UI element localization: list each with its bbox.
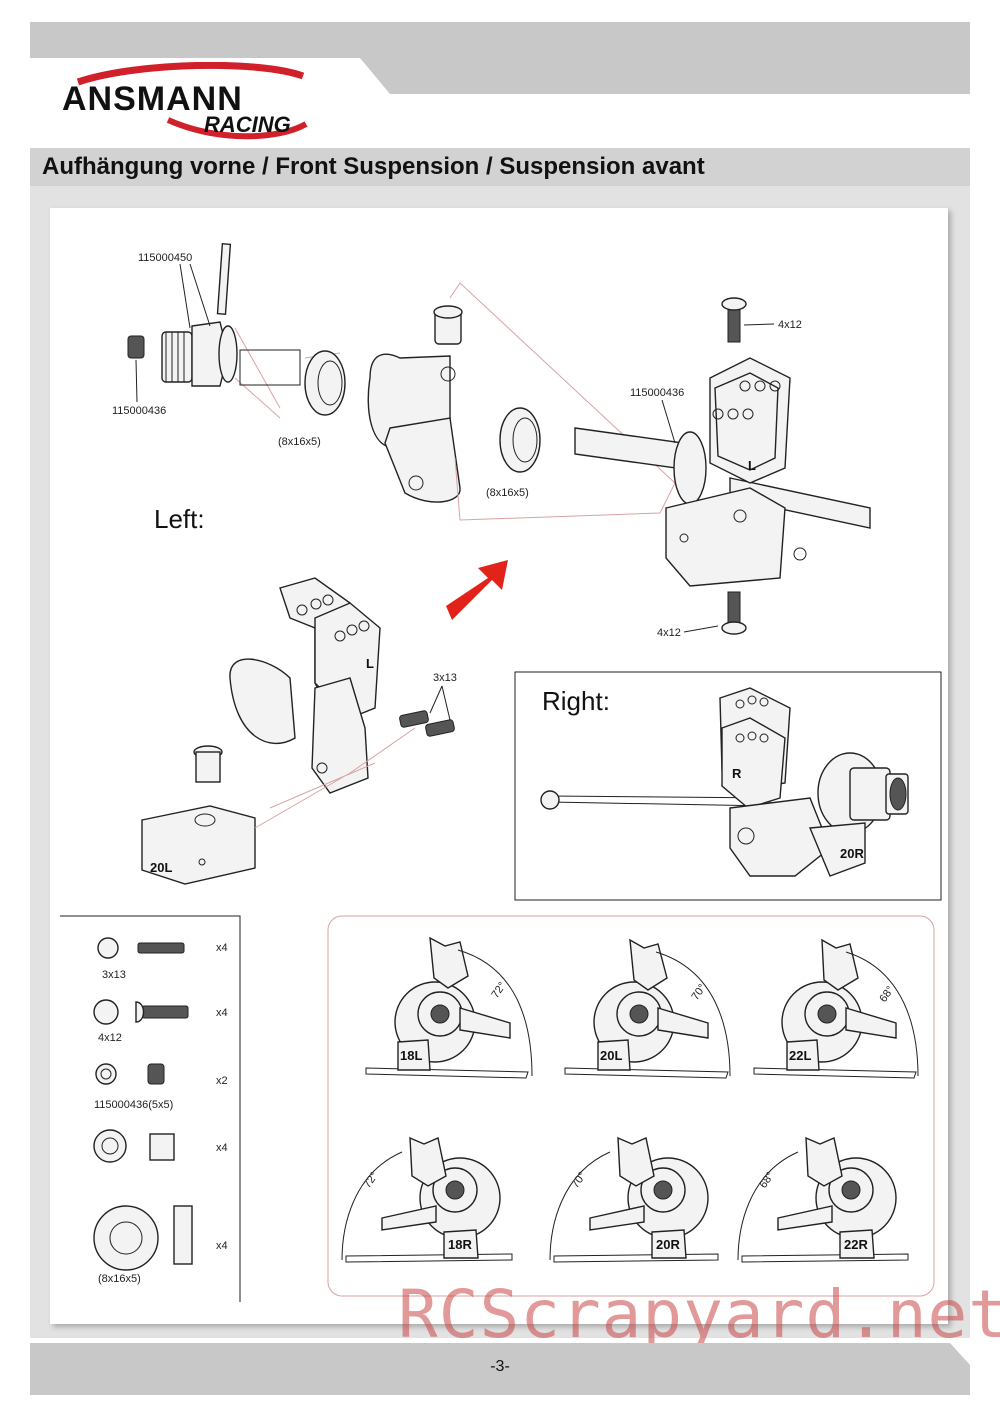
label-screw-top: 4x12 [778, 319, 802, 331]
angle-top-18L-block: 18L [400, 1048, 422, 1063]
angle-top-22L: 22L 68° [753, 938, 919, 1079]
set-screw-part [127, 335, 145, 359]
block-label-20R: 20R [840, 846, 864, 861]
block-label-L: L [366, 656, 374, 671]
bearing-part-1 [304, 350, 346, 416]
label-screw-bottom: 4x12 [657, 627, 681, 639]
label-bearing-b: (8x16x5) [486, 487, 529, 499]
right-heading: Right: [542, 686, 610, 716]
angle-bottom-20R: 20R 70° [549, 1136, 719, 1263]
ansmann-racing-logo: ANSMANN RACING [62, 62, 308, 140]
angle-bottom-22R-block: 22R [844, 1237, 868, 1252]
parts-row-2-qty: x4 [216, 1007, 228, 1019]
parts-row-3-label: 115000436(5x5) [94, 1099, 173, 1111]
page-title: Aufhängung vorne / Front Suspension / Su… [42, 153, 705, 180]
angle-top-20L: 20L 70° [564, 938, 731, 1079]
block-20R-part [808, 822, 866, 877]
angle-bottom-18R-block: 18R [448, 1237, 472, 1252]
angle-bottom-20R-block: 20R [656, 1237, 680, 1252]
label-bearing-a: (8x16x5) [278, 436, 321, 448]
label-115000436-top: 115000436 [112, 405, 166, 417]
parts-row-5-qty: x4 [216, 1240, 228, 1252]
label-115000436-right: 115000436 [630, 387, 684, 399]
title-bar [30, 148, 970, 186]
left-knuckle-view: L 20L 3x13 [141, 577, 457, 885]
left-heading: Left: [154, 504, 205, 534]
bearing-part-2 [499, 407, 541, 473]
page-number: -3- [490, 1358, 510, 1375]
logo-brand: ANSMANN [62, 80, 243, 118]
screw-bottom-part [727, 591, 741, 627]
parts-row-2-label: 4x12 [98, 1032, 122, 1044]
parts-row-4-qty: x4 [216, 1142, 228, 1154]
parts-row-1-label: 3x13 [102, 969, 126, 981]
hub-label-R: R [732, 766, 742, 781]
direction-arrow [446, 560, 508, 620]
parts-list: 3x13 x4 4x12 x4 115000436(5x5) x2 x4 (8x… [60, 915, 241, 1302]
hub-label-L: L [748, 458, 756, 473]
footer-band [30, 1343, 970, 1395]
angle-top-18L: 18L 72° [365, 936, 533, 1079]
knuckle-block-part [665, 487, 786, 587]
pin-part [216, 243, 232, 315]
header-band [30, 22, 970, 94]
angle-bottom-18R: 18R 72° [341, 1136, 513, 1263]
screw-top-part [727, 307, 741, 343]
block-label-20L: 20L [150, 860, 172, 875]
label-115000450: 115000450 [138, 252, 192, 264]
parts-row-1-qty: x4 [216, 942, 228, 954]
angle-top-22L-block: 22L [789, 1048, 811, 1063]
logo-sub: RACING [204, 112, 291, 137]
screw-3x13-part [399, 710, 429, 728]
angle-top-20L-block: 20L [600, 1048, 622, 1063]
parts-row-5-label: (8x16x5) [98, 1273, 141, 1285]
parts-row-3-qty: x2 [216, 1075, 228, 1087]
label-screw-3x13: 3x13 [433, 672, 457, 684]
exploded-view: L 115000450 115000436 (8x16x5) (8x16x5) … [112, 243, 871, 639]
block-20L-part [141, 805, 256, 885]
right-knuckle-view: R 20R [540, 687, 909, 877]
watermark: RCScrapyard.net [398, 1276, 1000, 1353]
assembly-diagram: L 115000450 115000436 (8x16x5) (8x16x5) … [60, 243, 942, 1302]
